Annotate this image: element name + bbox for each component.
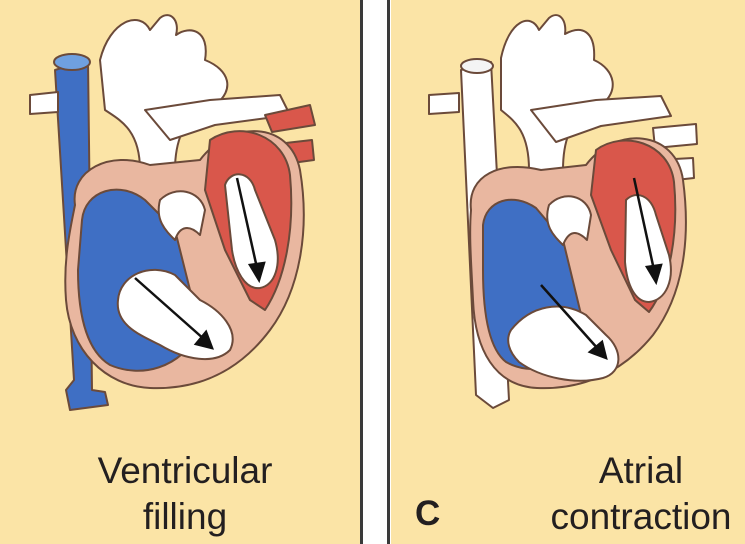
caption-line-1: Ventricular (40, 448, 330, 494)
panel-divider-right (387, 0, 390, 544)
caption-line-2: filling (40, 494, 330, 540)
vessel-stub (30, 92, 58, 114)
caption-atrial-contraction: Atrial contraction (541, 448, 741, 540)
vena-cava-opening (54, 54, 90, 70)
caption-line-2: contraction (541, 494, 741, 540)
vessel-stub (429, 93, 459, 114)
vena-cava-opening (461, 59, 493, 73)
caption-line-1: Atrial (541, 448, 741, 494)
aorta (501, 15, 613, 170)
panel-atrial-contraction: C Atrial contraction (391, 0, 745, 544)
caption-ventricular-filling: Ventricular filling (40, 448, 330, 540)
aorta (100, 15, 227, 170)
panel-letter: C (415, 494, 440, 534)
panel-gap (363, 0, 387, 544)
panel-ventricular-filling: Ventricular filling (0, 0, 361, 544)
